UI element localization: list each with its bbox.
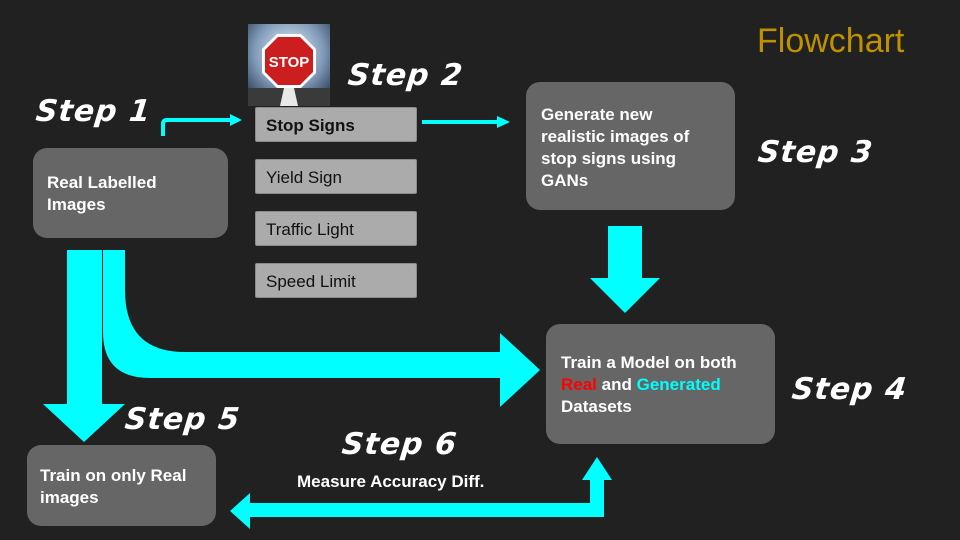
step-1-label: Step 1	[34, 94, 153, 129]
datasets-word: Datasets	[561, 397, 632, 416]
real-dataset-word: Real	[561, 375, 597, 394]
arrow-measure-accuracy	[230, 457, 612, 529]
generate-images-box: Generate new realistic images of stop si…	[526, 82, 735, 210]
real-labelled-images-text: Real Labelled Images	[47, 173, 157, 214]
step-6-label: Step 6	[340, 427, 459, 462]
arrow-real-to-train-both	[103, 250, 540, 407]
category-stop-signs: Stop Signs	[255, 107, 417, 142]
real-labelled-images-box: Real Labelled Images	[33, 148, 228, 238]
arrow-generate-to-train-both	[590, 226, 660, 313]
step-2-label: Step 2	[346, 58, 465, 93]
stop-sign-text: STOP	[269, 54, 310, 71]
and-word: and	[601, 375, 632, 394]
train-real-only-text: Train on only Real images	[40, 466, 187, 507]
generate-images-text: Generate new realistic images of stop si…	[541, 105, 690, 190]
page-title: Flowchart	[757, 22, 905, 60]
step-4-label: Step 4	[790, 372, 909, 407]
generated-dataset-word: Generated	[636, 375, 721, 394]
arrow-real-to-train-real	[43, 250, 125, 442]
arrow-real-to-stop-signs-head	[230, 114, 242, 126]
category-yield-sign: Yield Sign	[255, 159, 417, 194]
train-both-box: Train a Model on both Real and Generated…	[546, 324, 775, 444]
arrow-real-to-stop-signs	[161, 118, 230, 136]
stop-sign-image: STOP	[248, 24, 330, 106]
measure-accuracy-label: Measure Accuracy Diff.	[297, 472, 485, 491]
category-traffic-light: Traffic Light	[255, 211, 417, 246]
step-3-label: Step 3	[756, 135, 875, 170]
category-speed-limit: Speed Limit	[255, 263, 417, 298]
step-5-label: Step 5	[123, 402, 242, 437]
arrow-stop-to-generate-head	[497, 116, 510, 128]
train-real-only-box: Train on only Real images	[27, 445, 216, 526]
train-both-prefix: Train a Model on both	[561, 353, 737, 372]
